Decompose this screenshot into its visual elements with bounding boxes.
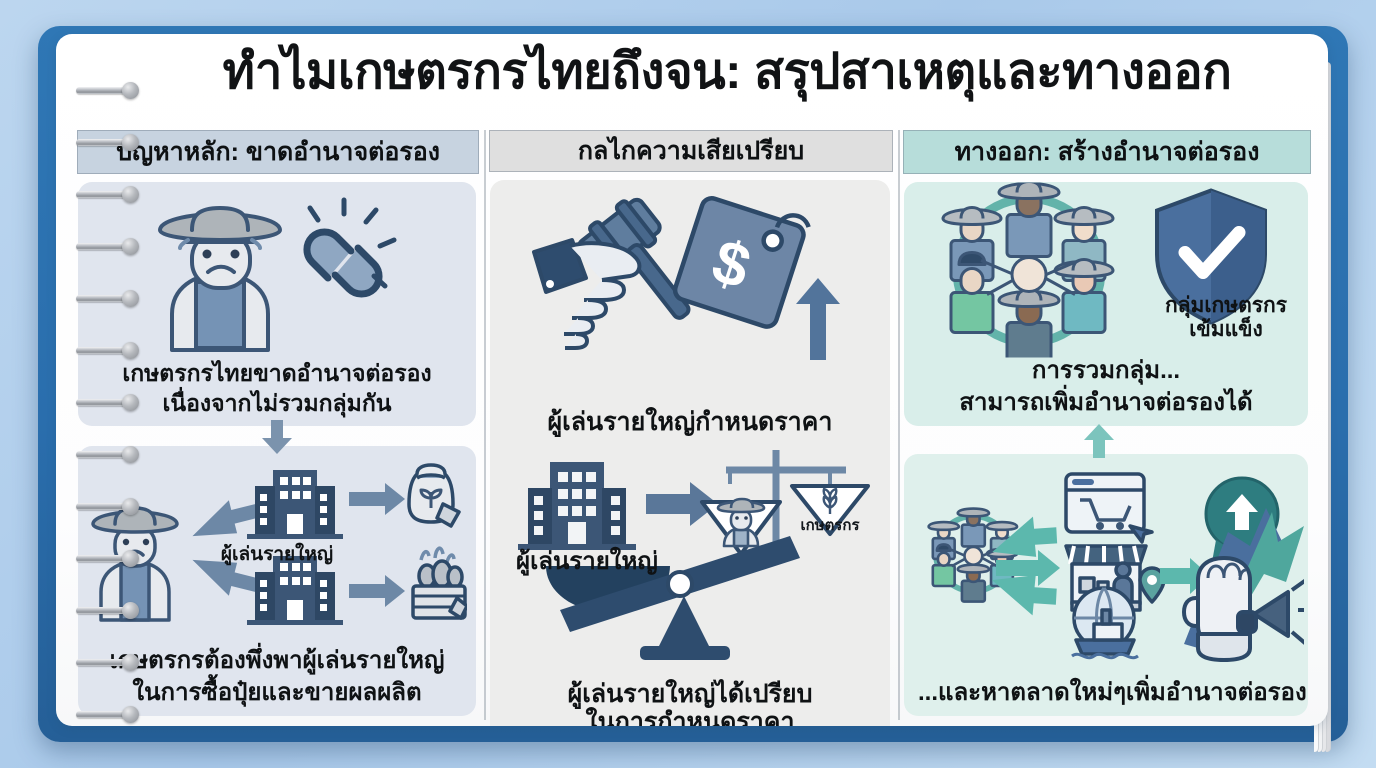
arrow-icon: [991, 516, 1060, 616]
card-caption-line2: เนื่องจากไม่รวมกลุ่มกัน: [162, 389, 392, 416]
gavel-in-hand-icon: [532, 197, 691, 350]
card-art-gavel-price: $ ผู้เล่นรายใหญ่กำหนดราคา: [490, 180, 890, 448]
spiral-ring: [70, 706, 154, 723]
up-arrow-icon: [796, 278, 840, 360]
notebook-page: ทำไมเกษตรกรไทยถึงจน: สรุปสาเหตุและทางออก…: [56, 34, 1328, 726]
column-solution: ทางออก: สร้างอำนาจต่อรอง: [898, 130, 1316, 720]
wheat-icon: [822, 487, 838, 514]
spiral-ring: [70, 550, 154, 567]
spiral-ring: [70, 342, 154, 359]
spiral-binding: [70, 82, 156, 726]
card-new-markets: ...และหาตลาดใหม่ๆ เพิ่มอำนาจต่อรอง: [904, 454, 1308, 716]
card-dependency-on-big-players: ผู้เล่นรายใหญ่ เกษตรกรต้องพึ่งพาผู้เล่นร…: [78, 446, 476, 716]
column-header-solution: ทางออก: สร้างอำนาจต่อรอง: [903, 130, 1311, 174]
arrow-icon: [192, 499, 260, 596]
card-caption-line2: ในการซื้อปุ๋ยและขายผลผลิต: [132, 678, 422, 706]
columns-grid: ปัญหาหลัก: ขาดอำนาจต่อรอง: [72, 130, 1316, 726]
spiral-ring: [70, 498, 154, 515]
scale-label-farmer: เกษตรกร: [800, 517, 860, 534]
inline-label-big-players: ผู้เล่นรายใหญ่: [516, 548, 658, 575]
column-header-mechanism: กลไกความเสียเปรียบ: [489, 130, 893, 172]
inline-label-big-players: ผู้เล่นรายใหญ่: [220, 544, 334, 565]
up-arrow-icon: [1084, 424, 1114, 458]
card-strong-farmer-group: กลุ่มเกษตรกร เข้มแข็ง การรวมกลุ่ม... สาม…: [904, 182, 1308, 426]
card-art-farmer-group-shield: กลุ่มเกษตรกร เข้มแข็ง: [904, 182, 1308, 358]
card-caption-line1: ผู้เล่นรายใหญ่ได้เปรียบ: [567, 679, 813, 708]
spiral-ring: [70, 134, 154, 151]
unbalanced-scale-icon: เกษตรกร: [546, 450, 870, 660]
megaphone-icon: [1236, 579, 1304, 646]
card-caption-line1: เกษตรกรต้องพึ่งพาผู้เล่นรายใหญ่: [109, 647, 445, 675]
corporate-building-icon: [518, 462, 636, 550]
spiral-ring: [70, 602, 154, 619]
spiral-ring: [70, 238, 154, 255]
card-caption-line1: การรวมกลุ่ม...: [1031, 357, 1181, 385]
global-export-icon: [1071, 566, 1166, 660]
fertilizer-bag-icon: [407, 462, 461, 528]
produce-crate-icon: [411, 546, 467, 620]
online-shop-icon: [1064, 472, 1154, 545]
column-divider-1: [484, 130, 486, 720]
column-divider-2: [898, 130, 900, 720]
page-title: ทำไมเกษตรกรไทยถึงจน: สรุปสาเหตุและทางออก: [222, 45, 1232, 99]
spiral-ring: [70, 186, 154, 203]
spiral-ring: [70, 290, 154, 307]
card-caption-line1: ...และหาตลาดใหม่ๆ: [918, 678, 1126, 706]
card-art-markets-and-power: [904, 454, 1308, 679]
card-no-bargaining-power: เกษตรกรไทยขาดอำนาจต่อรอง เนื่องจากไม่รวม…: [78, 182, 476, 426]
broken-chain-icon: [303, 197, 397, 298]
column-mechanism: กลไกความเสียเปรียบ: [484, 130, 898, 726]
column-header-problem: ปัญหาหลัก: ขาดอำนาจต่อรอง: [77, 130, 479, 174]
spiral-ring: [70, 394, 154, 411]
corporate-building-icon: [247, 469, 343, 539]
card-caption-line1: เกษตรกรไทยขาดอำนาจต่อรอง: [122, 359, 432, 386]
corporate-building-icon: [247, 555, 343, 625]
card-art-unbalanced-scale: เกษตรกร ผู้เล่นรายใหญ่ ผู้เล่นรายใหญ่ได้…: [490, 448, 890, 726]
farmer-icon: [716, 497, 766, 548]
arrow-icon: [646, 482, 718, 526]
column-problem: ปัญหาหลัก: ขาดอำนาจต่อรอง: [72, 130, 484, 720]
card-caption-line2: เพิ่มอำนาจต่อรอง: [1125, 678, 1307, 706]
sad-farmer-icon: [158, 205, 282, 352]
card-art-sad-farmer-broken-chain: [78, 182, 476, 360]
down-arrow-icon: [262, 420, 292, 454]
card-mechanism-panel: $ ผู้เล่นรายใหญ่กำหนดราคา: [490, 180, 890, 726]
card-caption-line2: ในการกำหนดราคา: [585, 707, 795, 727]
spiral-ring: [70, 446, 154, 463]
shield-check-icon: [1155, 188, 1267, 325]
price-tag-dollar-icon: $: [672, 196, 811, 329]
farmer-group-circle-icon: [941, 182, 1115, 358]
card-caption-line2: สามารถเพิ่มอำนาจต่อรองได้: [959, 388, 1253, 416]
arrow-icon: [349, 482, 405, 607]
spiral-ring: [70, 82, 154, 99]
side-label-strong-group-line1: กลุ่มเกษตรกร: [1164, 294, 1288, 317]
spiral-ring: [70, 654, 154, 671]
card-caption-price-setting: ผู้เล่นรายใหญ่กำหนดราคา: [547, 407, 833, 436]
side-label-strong-group-line2: เข้มแข็ง: [1189, 318, 1263, 341]
